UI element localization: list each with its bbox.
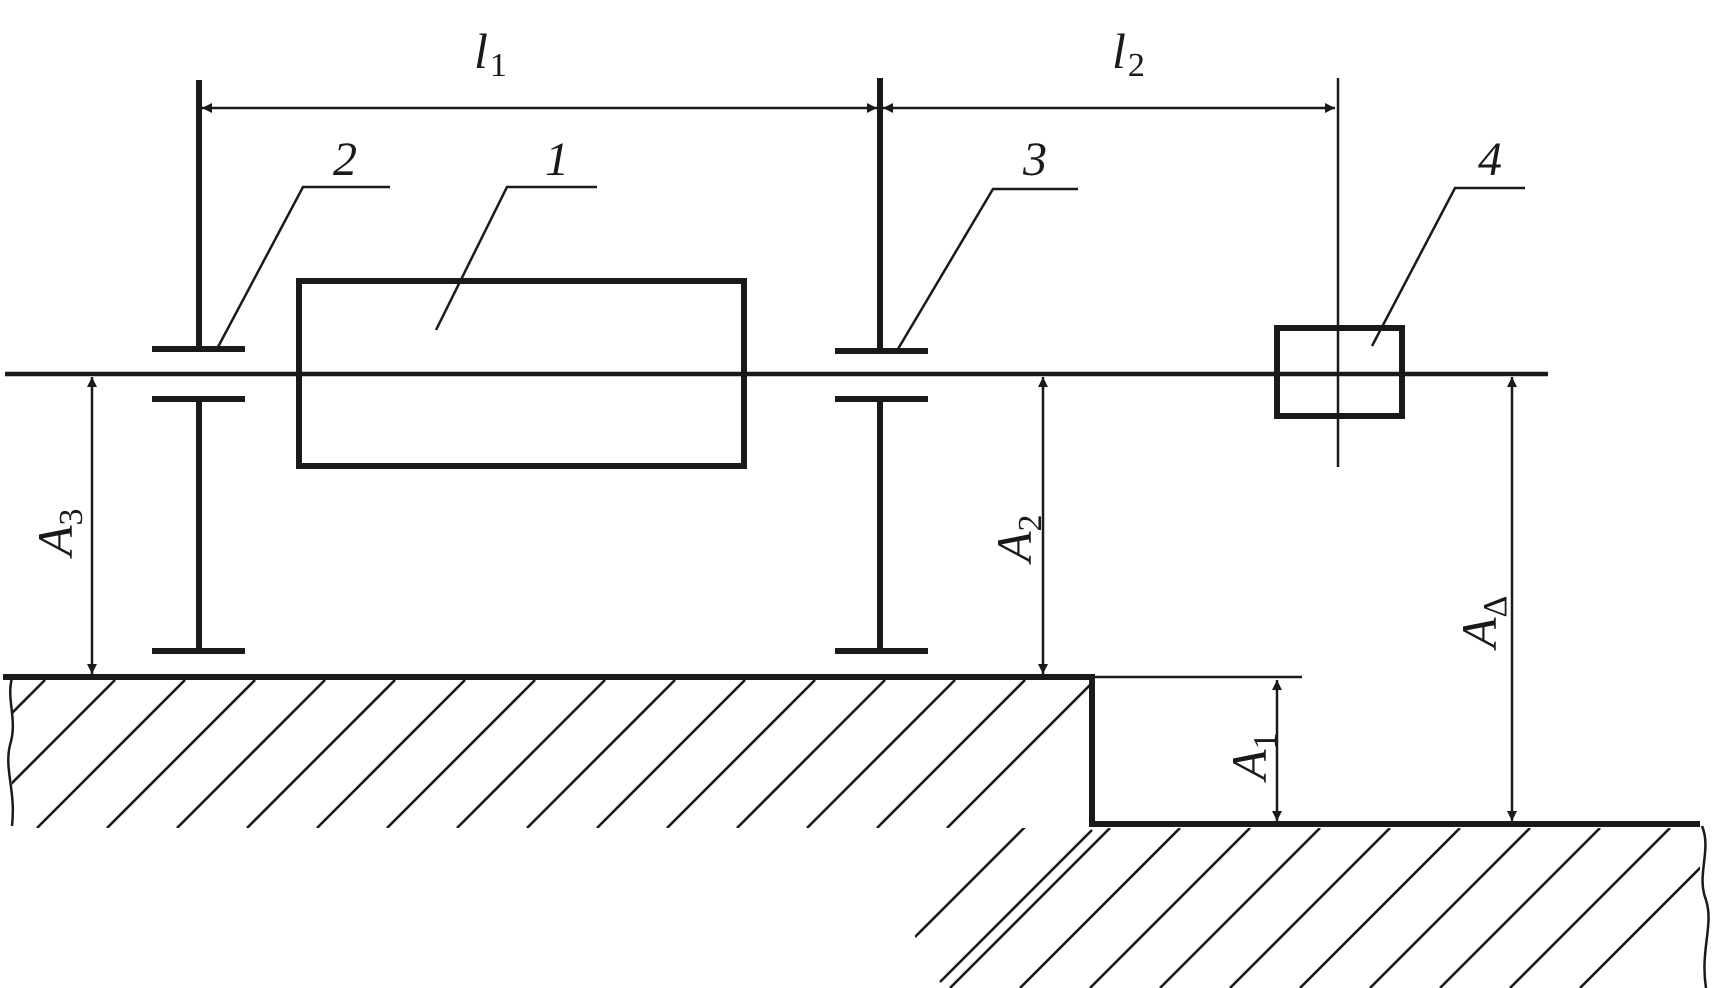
label-A-delta: AΔ [1451,596,1514,651]
callout-leader-3 [896,187,1078,350]
part-2-support [152,80,245,654]
ground-hatching-right [915,828,1700,988]
part-1-body [296,278,747,469]
callout-label-3: 3 [1022,133,1047,186]
callout-label-1: 1 [545,133,569,186]
callout-leader-1 [434,185,597,331]
ground-hatching-left [12,680,1092,828]
part-3-support [835,78,928,654]
callout-label-4: 4 [1478,133,1502,186]
ground-surface [3,674,1710,988]
callout-leader-2 [216,185,390,348]
label-A3: A3 [27,508,90,559]
callout-leader-4 [1370,186,1525,347]
label-l2: l2 [1112,23,1145,84]
label-A1: A1 [1221,732,1284,783]
part-4-component [1274,78,1405,467]
label-A2: A2 [986,514,1049,565]
label-l1: l1 [474,23,507,84]
callout-label-2: 2 [333,133,357,186]
